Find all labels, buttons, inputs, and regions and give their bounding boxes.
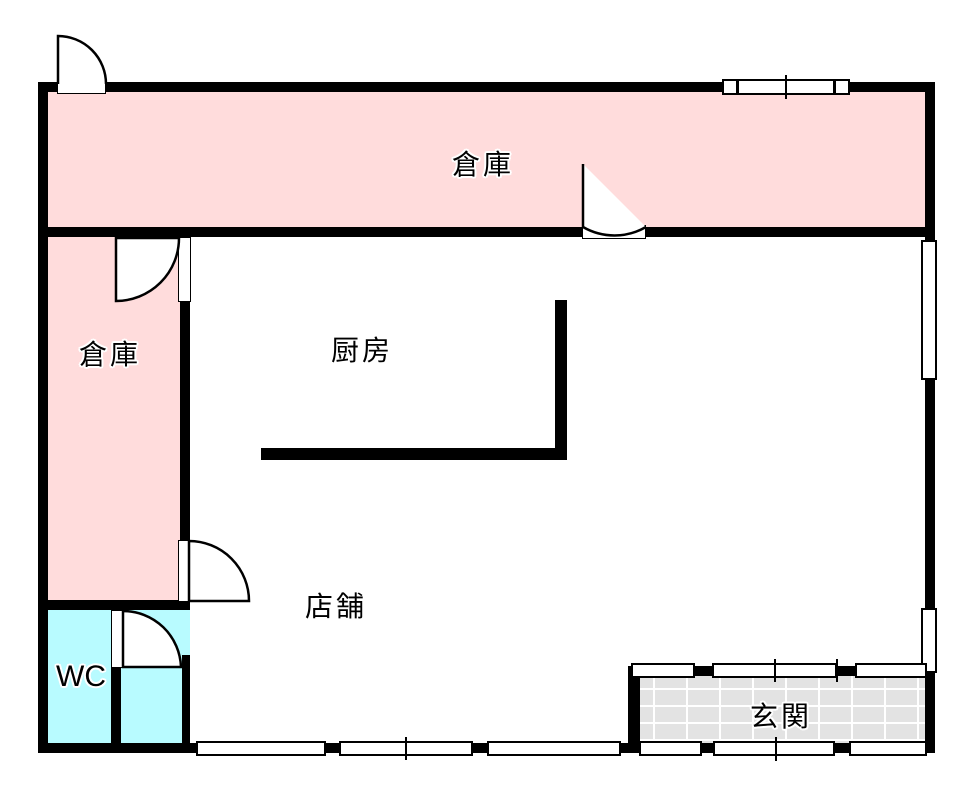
window-entrance-bottom-left [639, 741, 702, 756]
door-storage-left-upper-panel[interactable] [178, 237, 191, 302]
door-storage-left-upper-swing [114, 236, 181, 303]
room-label-entrance: 玄関 [750, 700, 813, 733]
wall-exterior-right [925, 82, 935, 753]
wall-exterior-bottom [38, 743, 935, 753]
room-label-shop: 店舗 [305, 590, 368, 623]
window-entrance-top-mullion-b [836, 659, 838, 682]
window-top-wall-mullion-left [736, 79, 739, 95]
room-label-storage-top: 倉庫 [452, 148, 515, 181]
room-fill-storage-top [48, 92, 925, 227]
door-exterior-top-left-swing [56, 34, 108, 85]
room-fill-wc-left [48, 610, 114, 745]
window-right-upper [921, 240, 937, 380]
window-entrance-bottom-right [849, 741, 927, 756]
window-bottom-left [196, 741, 326, 756]
wall-kitchen-partition-horizontal [261, 448, 567, 460]
room-label-wc: WC [56, 660, 106, 693]
window-entrance-bottom-middle [713, 741, 835, 756]
window-top-wall-mullion-center [785, 75, 787, 99]
wall-wc-divider [111, 655, 121, 753]
wall-exterior-top [38, 82, 935, 92]
wall-wc-top [38, 600, 190, 610]
door-storage-left-lower-swing [187, 539, 251, 603]
room-label-kitchen: 厨房 [331, 334, 394, 367]
window-right-lower [921, 608, 937, 673]
window-entrance-top-left [631, 663, 695, 678]
window-bottom-right [487, 741, 621, 756]
window-bottom-middle-mullion [405, 737, 407, 760]
window-top-wall-mullion-right [833, 79, 836, 95]
door-storage-top-to-kitchen-swing [581, 164, 647, 237]
wall-storage-top-bottom [38, 227, 935, 237]
entrance-tile-grid [640, 676, 925, 745]
wall-exterior-left [38, 82, 48, 753]
window-entrance-bottom-mullion [775, 737, 777, 761]
door-wc-swing [121, 609, 183, 669]
wall-entrance-left [628, 666, 640, 753]
room-fill-entrance [640, 676, 925, 745]
wall-wc-right [182, 655, 190, 753]
window-entrance-top-mullion-a [774, 659, 776, 682]
room-label-storage-left: 倉庫 [79, 338, 142, 371]
wall-kitchen-partition-vertical [555, 300, 567, 460]
wall-storage-left-right [180, 237, 190, 600]
room-fill-storage-left [48, 237, 180, 600]
window-entrance-top-right [855, 663, 927, 678]
